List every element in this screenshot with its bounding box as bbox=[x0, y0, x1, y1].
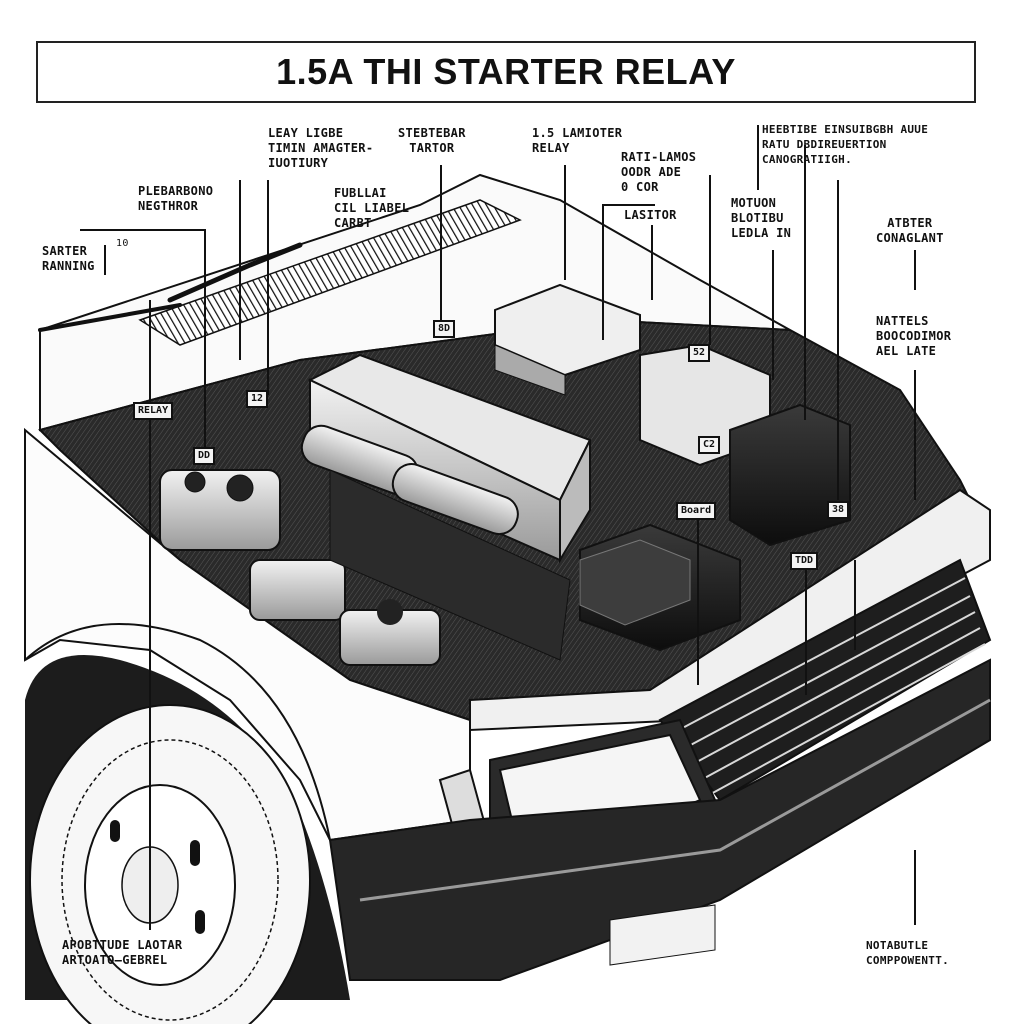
callout-atbter: ATBTER CONAGLANT bbox=[876, 216, 944, 245]
component-tag: RELAY bbox=[133, 402, 174, 420]
callout-lastor: LASITOR bbox=[624, 208, 677, 222]
callout-rati-lamos: RATI-LAMOS OODR ADE 0 COR bbox=[621, 150, 697, 194]
component-tag: 12 bbox=[246, 390, 269, 408]
callout-motuon: MOTUON BLOTIBU LEDLA IN bbox=[731, 196, 792, 240]
component-tag: TDD bbox=[790, 552, 819, 570]
front-wheel bbox=[25, 655, 350, 1024]
callout-fuballai: FUBLLAI CIL LIABEL CARBT bbox=[334, 186, 410, 230]
callout-ten-marker: 10 bbox=[116, 238, 129, 249]
component-tag: Board bbox=[676, 502, 717, 520]
callout-nattels: NATTELS BOOCODIMOR AEL LATE bbox=[876, 314, 952, 358]
callout-hebbtibe: HEEBTIBE EINSUIBGBH AUUE RATU DBDIREUERT… bbox=[762, 123, 929, 166]
callout-leay-ligbe: LEAY LIGBE TIMIN AMAGTER- IUOTIURY bbox=[268, 126, 374, 170]
callout-apobttude: APOBTTUDE LAOTAR ARTOATO—GEBREL bbox=[62, 938, 183, 967]
component-tag: 38 bbox=[827, 501, 850, 519]
front-bumper bbox=[328, 658, 991, 981]
callout-plebarbano: PLEBARBONO NEGTHROR bbox=[138, 184, 214, 213]
callout-lamioter-relay: 1.5 LAMIOTER RELAY bbox=[532, 126, 623, 155]
callout-stebtebar-tartor: STEBTEBAR TARTOR bbox=[398, 126, 466, 155]
component-tag: 52 bbox=[688, 344, 711, 362]
engine-block bbox=[300, 353, 592, 661]
relay-box bbox=[494, 283, 851, 652]
coolant-reservoir bbox=[159, 469, 441, 666]
diagram-title-box: 1.5A THI STARTER RELAY bbox=[36, 41, 976, 103]
component-tag: 8D bbox=[433, 320, 456, 338]
component-tag: DD bbox=[193, 447, 216, 465]
left-fender bbox=[24, 427, 471, 842]
component-tag: C2 bbox=[698, 436, 721, 454]
callout-sarter-ranning: SARTER RANNING bbox=[42, 244, 95, 273]
diagram-title: 1.5A THI STARTER RELAY bbox=[276, 51, 736, 92]
callout-notabutle: NOTABUTLE COMPPOWENTT. bbox=[866, 939, 950, 967]
leader-lines bbox=[80, 125, 916, 930]
